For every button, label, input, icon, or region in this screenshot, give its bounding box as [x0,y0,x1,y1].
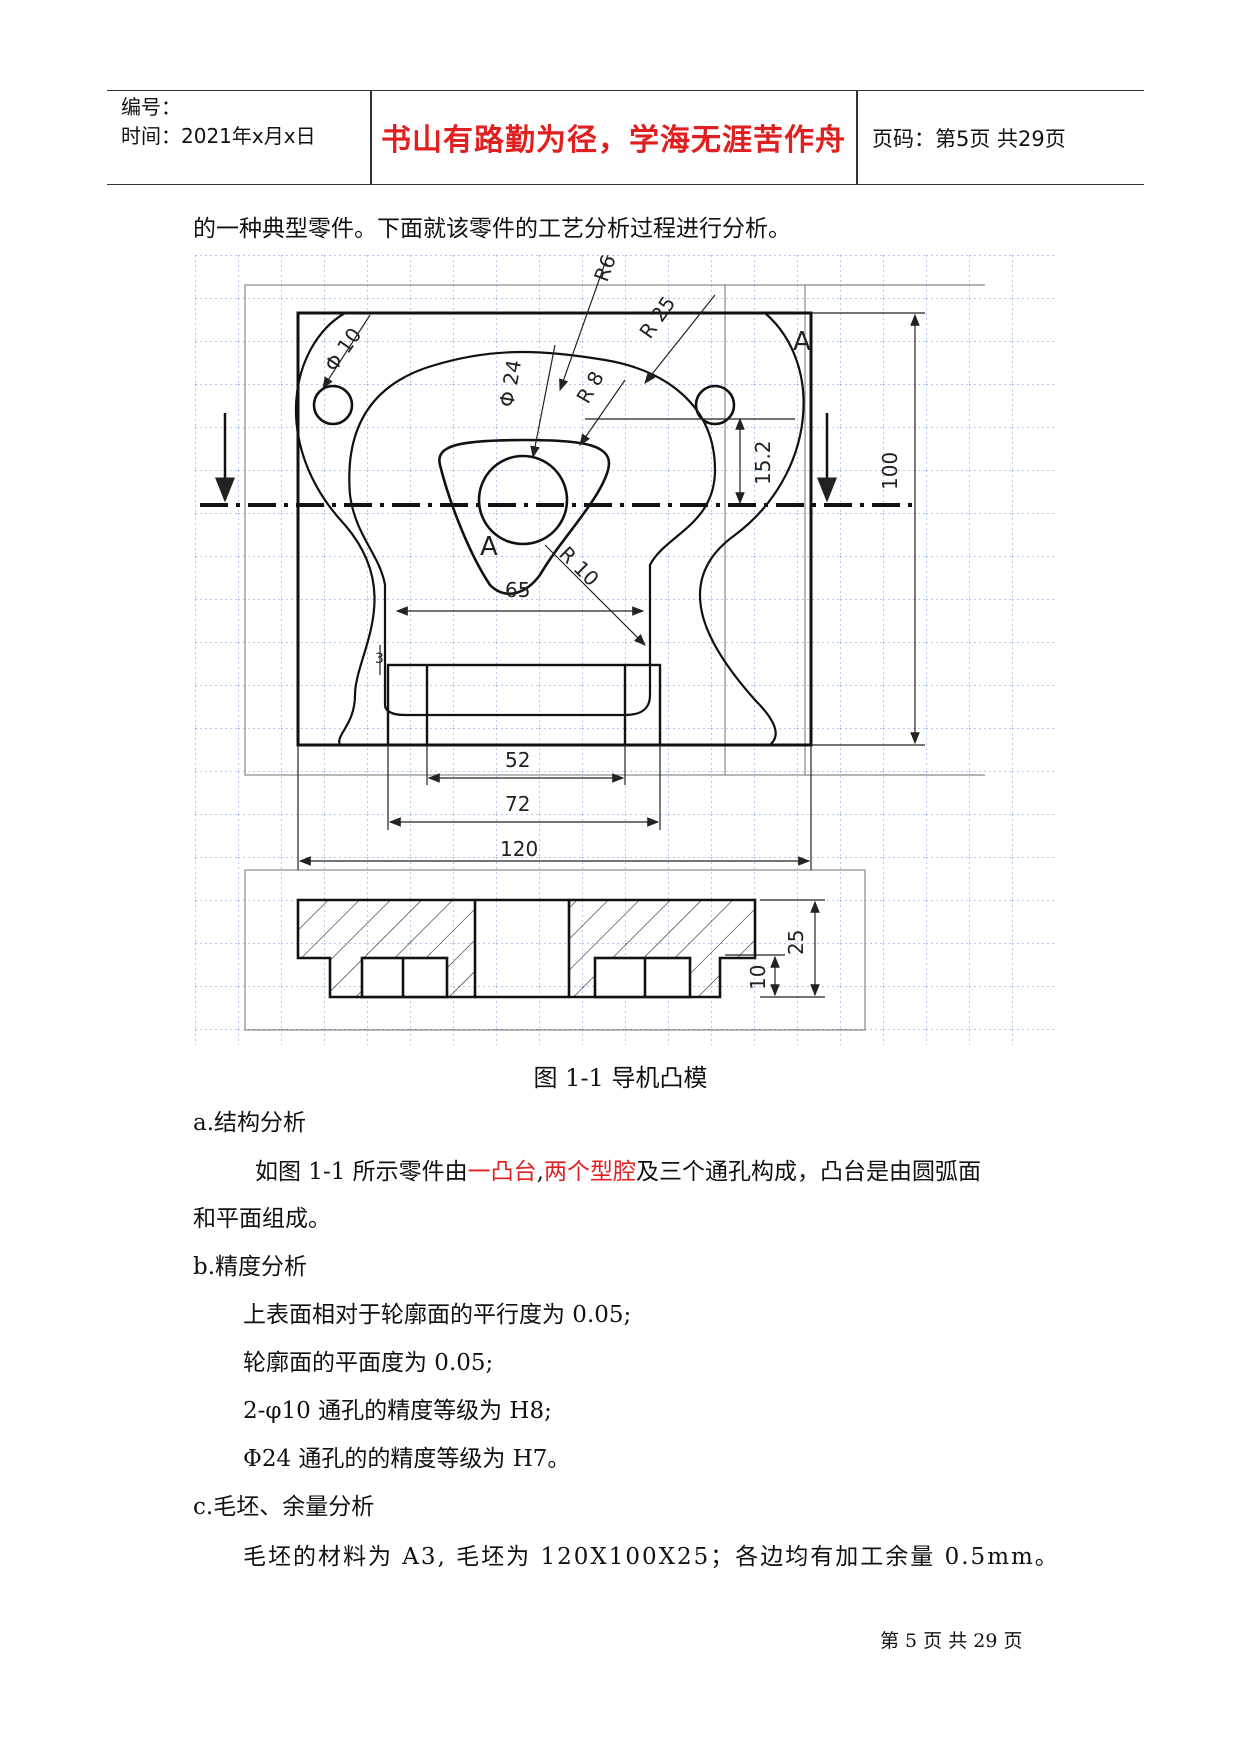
label-dim-10: 10 [746,965,770,990]
engineering-drawing: R60 Φ 10 R 25 Φ 24 R 8 A A 15.2 100 R 10… [195,255,1055,1045]
bottom-slot [386,663,662,747]
section-a-title: a.结构分析 [193,1110,307,1136]
cavity-contour [348,350,717,717]
precision-item: 轮廓面的平面度为 0.05; [243,1350,494,1376]
r60-leader [559,255,609,392]
label-dim-72: 72 [505,792,530,816]
label-dim-25: 25 [784,930,808,955]
page-header: 编号： 时间：2021年x月x日 书山有路勤为径，学海无涯苦作舟 页码：第5页 … [107,90,1144,185]
document-number-label: 编号： [121,95,181,119]
phi10-leader [322,314,371,390]
label-dim-120: 120 [500,837,538,861]
text-run: 及三个通孔构成，凸台是由圆弧面 [635,1159,981,1185]
section-a-paragraph: 如图 1-1 所示零件由一凸台,两个型腔及三个通孔构成，凸台是由圆弧面 [255,1155,981,1189]
highlight-boss: 一凸台 [467,1159,537,1185]
header-motto: 书山有路勤为径，学海无涯苦作舟 [381,123,846,158]
phi10-hole-right [694,384,736,426]
boss-contour-right [698,312,805,746]
label-section-a-mid: A [480,532,498,562]
document-time-label: 时间：2021年x月x日 [121,124,316,148]
section-view [296,898,757,999]
phi24-hole [477,454,569,546]
precision-item: Φ24 通孔的的精度等级为 H7。 [243,1446,571,1472]
r25-leader [644,294,716,384]
triangle-boss [438,438,611,595]
r8-leader [579,379,626,446]
label-dim-52: 52 [505,748,530,772]
intro-text: 的一种典型零件。下面就该零件的工艺分析过程进行分析。 [193,216,791,242]
section-a-paragraph-cont: 和平面组成。 [193,1206,331,1232]
precision-item: 2-φ10 通孔的精度等级为 H8; [243,1398,552,1424]
text-run: , [536,1159,544,1185]
section-c-paragraph: 毛坯的材料为 A3, 毛坯为 120X100X25；各边均有加工余量 0.5mm… [243,1544,1060,1570]
highlight-cavities: 两个型腔 [543,1159,636,1185]
header-divider [856,91,858,184]
header-divider [370,91,372,184]
header-page-number: 页码：第5页 共29页 [872,127,1066,151]
label-dim-65: 65 [505,578,530,602]
section-b-title: b.精度分析 [193,1254,308,1280]
header-meta: 编号： 时间：2021年x月x日 [121,93,366,151]
precision-item: 上表面相对于轮廓面的平行度为 0.05; [243,1302,632,1328]
text-run: 如图 1-1 所示零件由 [255,1159,468,1185]
r10-leader [544,544,646,646]
phi24-leader [530,344,556,459]
label-dim-3: 3 [375,651,384,667]
page-footer: 第 5 页 共 29 页 [880,1630,1023,1652]
section-frame [244,869,866,1031]
figure-caption: 图 1-1 导机凸模 [533,1064,708,1092]
label-section-a-top: A [793,327,811,357]
top-view [294,311,813,747]
phi10-hole-left [312,384,354,426]
label-dim-15-2: 15.2 [751,440,775,485]
boss-contour-left [294,312,376,746]
label-dim-100: 100 [878,452,902,490]
section-c-title: c.毛坯、余量分析 [193,1494,375,1520]
